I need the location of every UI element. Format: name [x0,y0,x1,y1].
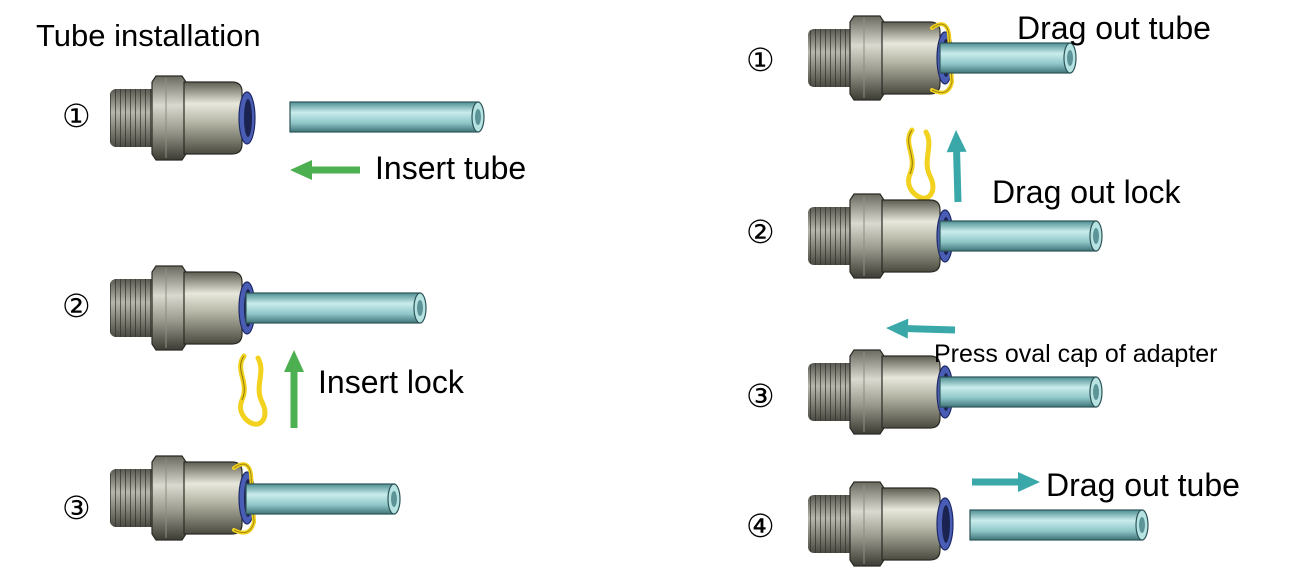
install-step-1-fitting [110,75,256,161]
removal-step-1-tube [939,42,1077,74]
removal-step-2-lock-clip [906,127,936,201]
install-step-2-number: ② [62,287,91,325]
install-step-2-fitting [110,265,256,351]
removal-step-3-fitting [808,349,954,435]
install-step-3-fitting [110,455,257,541]
install-step-1-arrow [290,160,360,180]
removal-step-2-arrow [946,130,967,203]
install-step-2-lock-clip [238,353,268,427]
removal-step-4-fitting [808,481,954,567]
removal-step-4-tube [969,509,1149,541]
page-title: Tube installation [36,18,261,53]
install-step-2-caption: Insert lock [318,364,464,400]
removal-step-3-arrow [886,318,956,339]
install-step-1-tube [289,101,485,133]
removal-step-2-fitting [808,193,954,279]
removal-step-1-caption: Drag out tube [1017,10,1211,46]
removal-step-2-tube [939,220,1103,252]
removal-step-2-caption: Drag out lock [992,174,1181,210]
removal-step-4-caption: Drag out tube [1046,467,1240,503]
install-step-1-caption: Insert tube [375,150,527,186]
removal-step-3-number: ③ [746,377,775,415]
removal-step-4-arrow [972,472,1040,492]
removal-step-4-number: ④ [746,507,775,545]
install-step-3-tube [245,483,401,515]
install-step-2-arrow [284,350,304,428]
install-step-1-number: ① [62,97,91,135]
install-step-2-tube [245,292,427,324]
removal-step-2-number: ② [746,213,775,251]
removal-step-1-fitting [808,15,955,101]
removal-step-3-caption: Press oval cap of adapter [934,340,1218,368]
removal-step-3-tube [939,376,1103,408]
install-step-3-number: ③ [62,489,91,527]
removal-step-1-number: ① [746,41,775,79]
